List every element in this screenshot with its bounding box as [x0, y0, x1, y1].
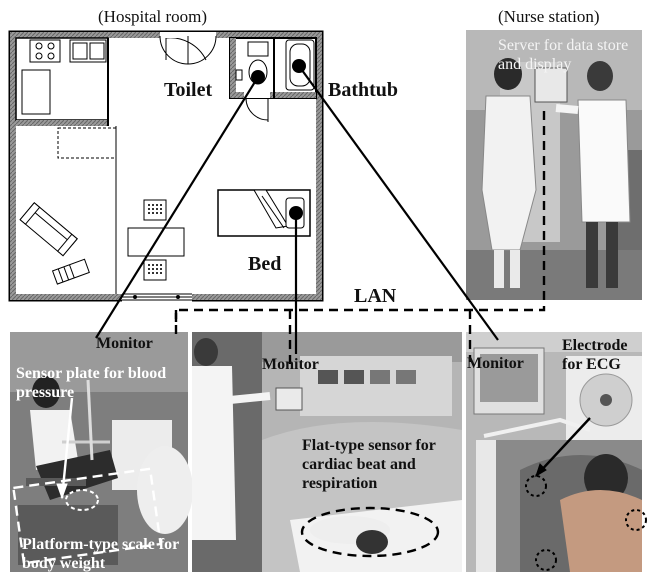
nurse-station-photo [466, 30, 642, 300]
bed-label: Bed [248, 253, 282, 275]
flat-sensor-highlight [300, 506, 440, 558]
lan-label: LAN [354, 285, 397, 307]
flat-sensor-label: Flat-type sensor for cardiac beat and re… [302, 437, 436, 492]
entry-door [165, 37, 207, 61]
sink-icon [69, 39, 107, 63]
stove-icon [29, 39, 61, 63]
electrode-label: Electrode for ECG [562, 337, 628, 373]
monitor-label-bathtub: Monitor [467, 355, 524, 372]
platform-scale-label: Platform-type scale for body weight [22, 536, 179, 572]
scale-highlight [12, 467, 162, 565]
electrode-highlight [525, 475, 547, 497]
connector-lines [56, 65, 591, 500]
plate-highlight [65, 489, 99, 511]
highlight-markers [12, 467, 647, 571]
wardrobe [57, 127, 117, 159]
bed-photo [192, 332, 462, 572]
sofa-icon [19, 202, 78, 257]
toilet-label: Toilet [164, 79, 213, 101]
toilet-tank-icon [247, 41, 269, 57]
sensor-plate-label: Sensor plate for blood pressure [16, 365, 167, 401]
bathtub-photo [466, 332, 642, 572]
ottoman-icon [51, 258, 90, 285]
hospital-room-caption: (Hospital room) [98, 7, 208, 26]
fridge-icon [21, 69, 51, 115]
monitor-label-bed: Monitor [262, 356, 319, 373]
nurse-station-caption: (Nurse station) [498, 7, 600, 26]
bathtub-label: Bathtub [328, 79, 399, 101]
monitor-label-toilet: Monitor [96, 335, 153, 352]
server-label: Server for data store and display [498, 37, 629, 73]
